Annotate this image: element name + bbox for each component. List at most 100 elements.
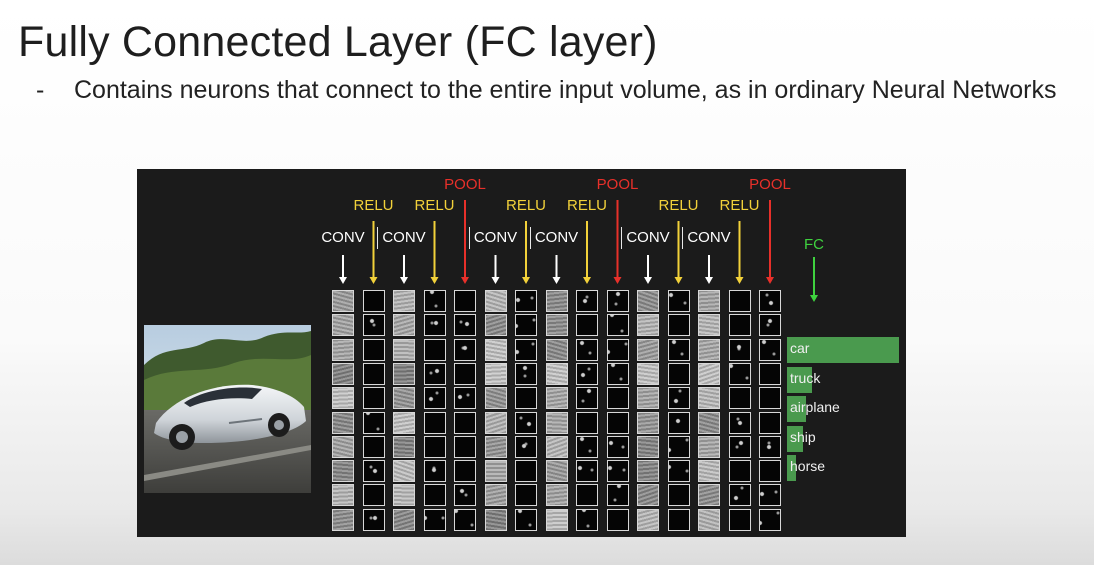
arrow-conv: [339, 255, 347, 284]
activation-map: [606, 338, 629, 361]
arrow-relu: [369, 221, 378, 284]
activation-map: [576, 362, 598, 385]
activation-map: [393, 314, 415, 337]
activation-map: [637, 338, 659, 361]
activation-map: [393, 484, 415, 507]
activation-map: [698, 508, 720, 531]
arrows-layer: [339, 200, 818, 302]
activation-map: [698, 484, 720, 507]
activation-map: [759, 290, 781, 312]
fc-label: FC: [804, 236, 824, 253]
activation-map: [454, 387, 476, 410]
activation-map: [423, 484, 446, 507]
activation-map: [667, 460, 690, 483]
activation-column: [728, 290, 751, 533]
activation-map: [362, 314, 385, 337]
arrow-relu: [735, 221, 744, 284]
class-score-bar: [787, 396, 807, 422]
activation-map: [637, 411, 659, 434]
activation-map: [606, 435, 629, 458]
arrow-conv: [400, 255, 408, 284]
class-score-bar: [787, 425, 803, 452]
activation-map: [362, 290, 385, 312]
activation-map: [362, 435, 385, 458]
activation-map: [515, 411, 537, 434]
activation-map: [637, 435, 659, 458]
activation-map: [454, 362, 476, 385]
label-separator: [682, 227, 683, 249]
class-score-bar: [787, 366, 812, 393]
arrow-pool: [766, 200, 774, 284]
activation-map: [637, 290, 659, 312]
activation-map: [545, 411, 568, 434]
activation-map: [545, 362, 568, 385]
bullet-text: Contains neurons that connect to the ent…: [74, 76, 1057, 104]
activation-column: [698, 290, 720, 533]
activation-map: [759, 508, 781, 531]
activation-map: [728, 411, 751, 434]
layer-label-relu: RELU: [658, 197, 699, 214]
activation-column: [606, 290, 629, 533]
label-separator: [529, 227, 531, 249]
activation-map: [423, 290, 446, 312]
activation-map: [332, 290, 354, 312]
activation-column: [667, 290, 690, 533]
activation-map: [484, 362, 507, 385]
activation-map: [576, 411, 598, 434]
activation-column: [423, 290, 446, 533]
activation-map: [332, 338, 354, 361]
activation-map: [759, 435, 781, 458]
activation-map: [332, 314, 354, 337]
arrow-pool: [613, 200, 622, 284]
activation-map: [362, 411, 385, 434]
activation-map: [576, 338, 598, 361]
activation-map: [423, 314, 446, 337]
activation-map: [332, 387, 354, 410]
activation-map: [454, 314, 476, 337]
activation-map: [728, 484, 751, 507]
class-score-bar: [787, 337, 899, 363]
activation-map: [728, 508, 751, 531]
activation-map: [667, 387, 690, 410]
activation-map: [393, 290, 415, 312]
activation-map: [484, 411, 507, 434]
activation-map: [484, 387, 507, 410]
activation-map: [759, 362, 781, 385]
slide-title: Fully Connected Layer (FC layer): [18, 18, 658, 66]
activation-map: [423, 362, 446, 385]
activation-map: [637, 387, 659, 410]
arrow-relu: [674, 221, 683, 284]
activation-map: [545, 460, 568, 483]
activation-map: [393, 338, 415, 361]
activation-column: [545, 290, 568, 533]
activation-map: [423, 435, 446, 458]
activation-map: [698, 290, 720, 312]
layer-label-conv: CONV: [534, 229, 579, 246]
activation-map: [515, 338, 537, 361]
activation-map: [484, 435, 507, 458]
activation-column: [332, 290, 354, 533]
class-label: horse: [790, 458, 826, 474]
activation-map: [728, 290, 751, 312]
activation-map: [362, 362, 385, 385]
activation-map: [698, 460, 720, 483]
activation-map: [545, 290, 568, 312]
activation-map: [759, 338, 781, 361]
activation-map: [606, 411, 629, 434]
activation-map: [698, 362, 720, 385]
activation-map: [362, 460, 385, 483]
activation-map: [728, 338, 751, 361]
activation-map: [332, 484, 354, 507]
activation-map: [454, 338, 476, 361]
activation-map: [606, 484, 629, 507]
activation-map: [484, 290, 507, 312]
layer-label-pool: POOL: [749, 176, 791, 193]
activation-map: [637, 484, 659, 507]
activation-map: [362, 508, 385, 531]
activation-column: [637, 290, 659, 533]
activation-map: [515, 314, 537, 337]
activation-map: [576, 435, 598, 458]
activation-map: [454, 508, 476, 531]
activation-map: [515, 508, 537, 531]
